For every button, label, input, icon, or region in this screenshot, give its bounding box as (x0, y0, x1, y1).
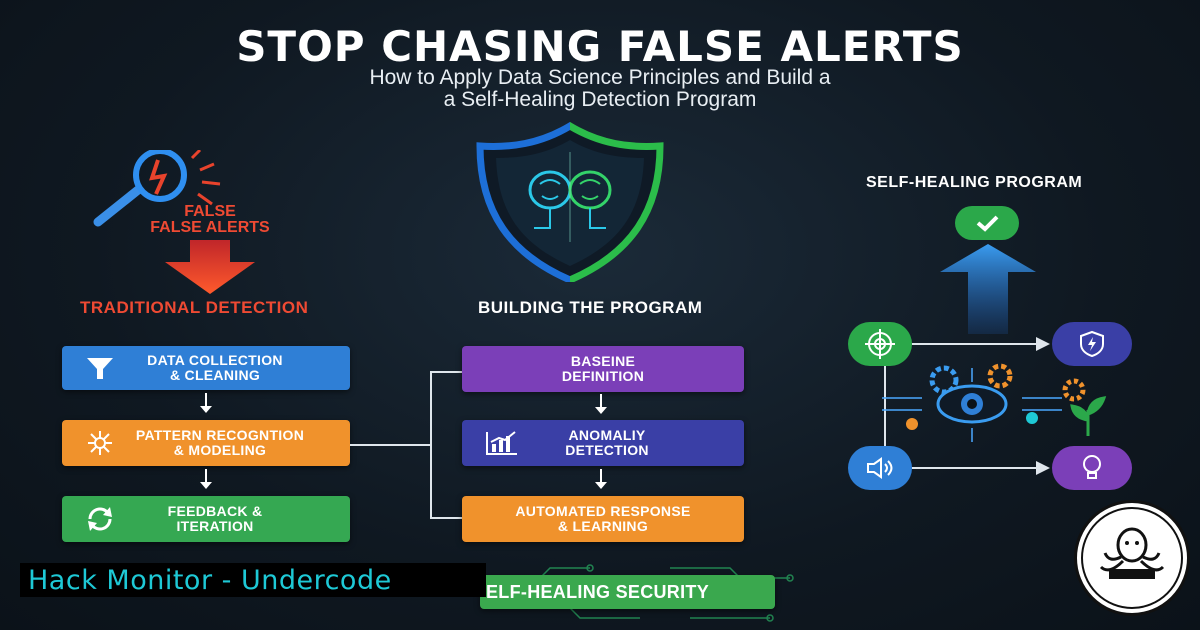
step-baseline-definition: BASEINE DEFINITION (462, 346, 744, 392)
funnel-icon (80, 355, 120, 381)
lightbulb-icon (1052, 446, 1132, 490)
step-feedback-iteration: FEEDBACK & ITERATION (62, 496, 350, 542)
step-label: DATA COLLECTION & CLEANING (147, 352, 283, 383)
watermark-text: Hack Monitor - Undercode (28, 564, 392, 596)
gear-plant-icon (1062, 378, 1107, 436)
step-pattern-recognition: PATTERN RECOGNTION & MODELING (62, 420, 350, 466)
step-label: ANOMALIY DETECTION (565, 427, 649, 458)
section-traditional-detection: TRADITIONAL DETECTION (80, 298, 309, 317)
false-label-1: FALSE (184, 203, 236, 220)
step-data-collection: DATA COLLECTION & CLEANING (62, 346, 350, 390)
check-icon (955, 206, 1019, 240)
false-label-2: FALSE ALERTS (150, 219, 270, 236)
shield-bolt-icon (1052, 322, 1132, 366)
eye-gears-cluster-icon (882, 363, 1062, 442)
blue-up-arrow (940, 244, 1036, 334)
section-building-program: BUILDING THE PROGRAM (478, 298, 703, 317)
chart-icon (482, 430, 522, 456)
step-anomaly-detection: ANOMALIY DETECTION (462, 420, 744, 466)
target-icon (848, 322, 912, 366)
red-down-arrow (165, 240, 255, 294)
brain-shield-icon (476, 122, 664, 282)
watermark-banner: Hack Monitor - Undercode (20, 563, 486, 597)
step-label: PATTERN RECOGNTION & MODELING (135, 427, 305, 458)
cycle-icon (80, 505, 120, 533)
step-automated-response: AUTOMATED RESPONSE & LEARNING (462, 496, 744, 542)
page-title: STOP CHASING FALSE ALERTS (236, 22, 964, 71)
step-label: BASEINE DEFINITION (561, 353, 645, 384)
network-icon (80, 428, 120, 458)
octopus-logo (1074, 500, 1190, 616)
section-self-healing-program: SELF-HEALING PROGRAM (866, 174, 1083, 191)
speaker-icon (848, 446, 912, 490)
step-label: FEEDBACK & ITERATION (167, 503, 263, 534)
subtitle-line-2: a Self-Healing Detection Program (443, 88, 757, 111)
self-healing-security-banner: ELF-HEALING SECURITY (480, 575, 775, 609)
step-label: AUTOMATED RESPONSE & LEARNING (515, 503, 691, 534)
subtitle-line-1: How to Apply Data Science Principles and… (369, 66, 831, 89)
magnifier-alert-icon (93, 150, 221, 227)
banner-label: ELF-HEALING SECURITY (486, 581, 710, 602)
